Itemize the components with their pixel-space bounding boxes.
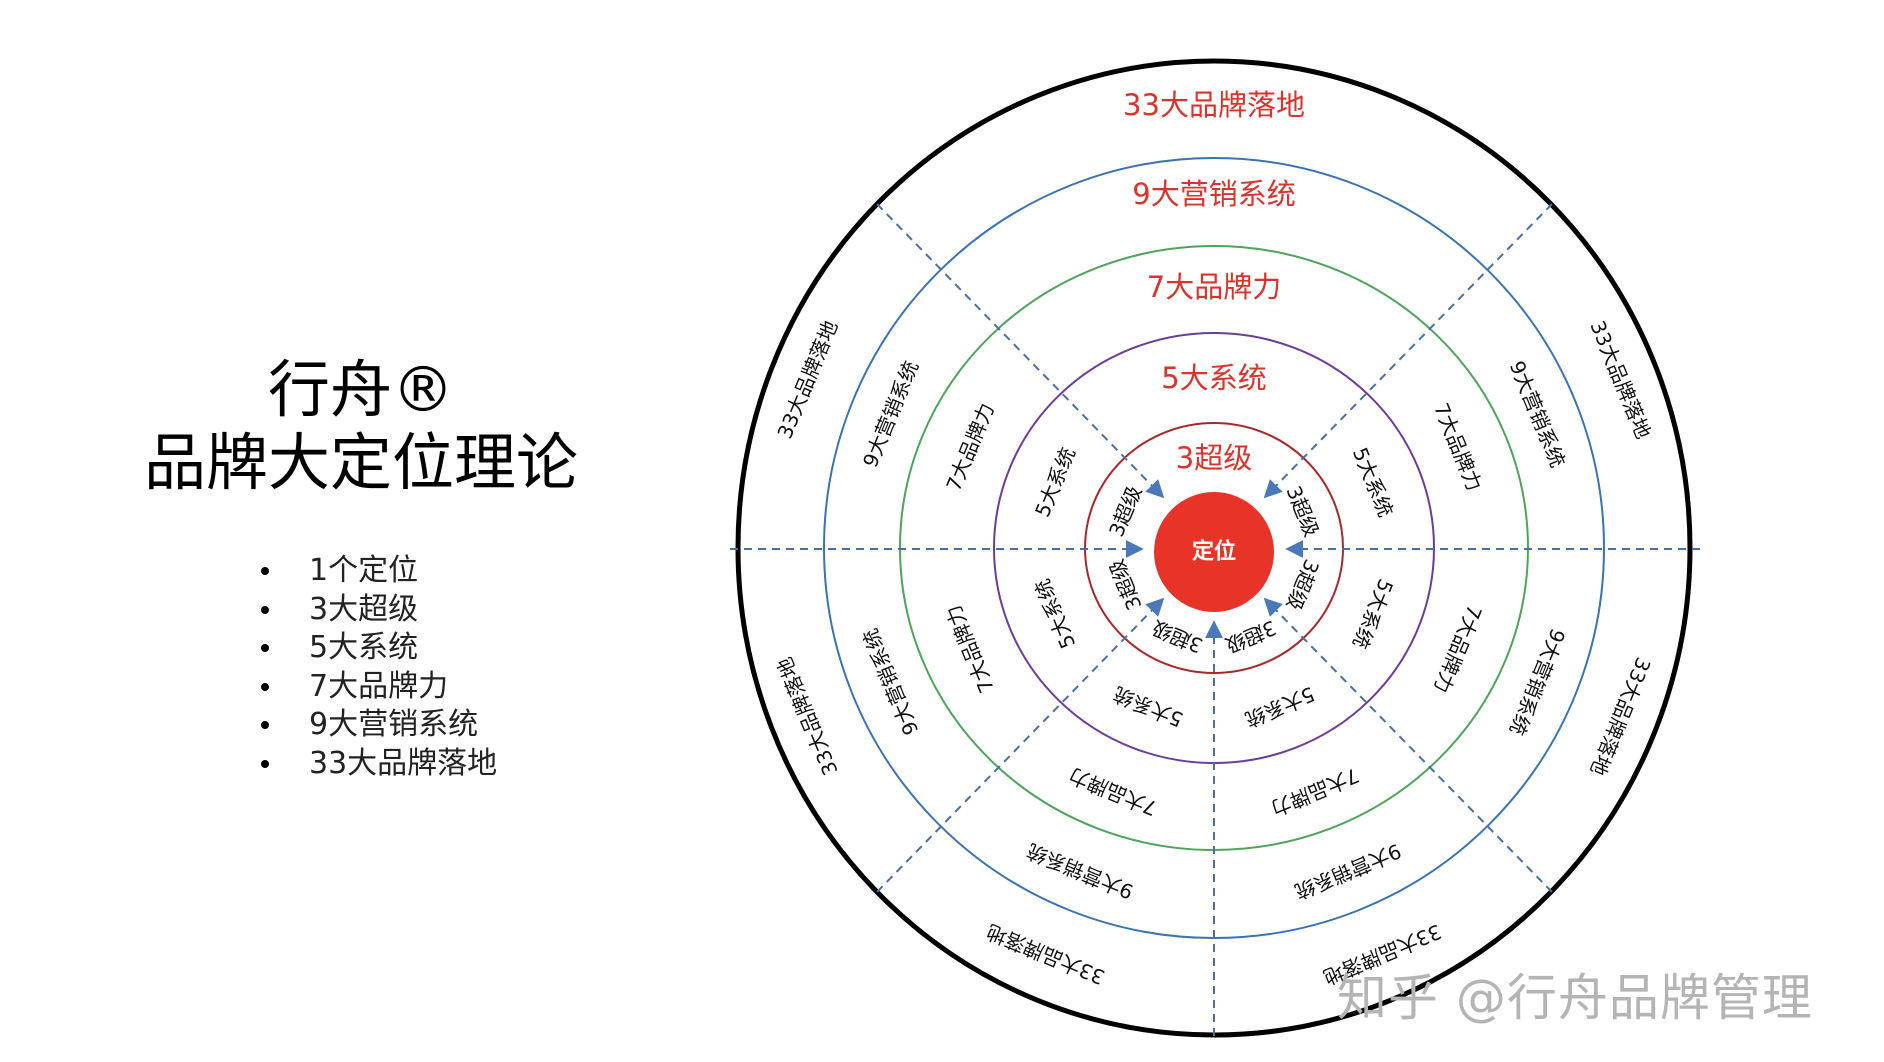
svg-text:5大系统: 5大系统 bbox=[1242, 682, 1318, 732]
list-item: 7大品牌力 bbox=[258, 668, 497, 707]
svg-text:9大营销系统: 9大营销系统 bbox=[1505, 357, 1570, 470]
svg-text:5大系统: 5大系统 bbox=[1348, 576, 1398, 652]
watermark: 知乎 @行舟品牌管理 bbox=[1337, 969, 1813, 1027]
svg-text:9大营销系统: 9大营销系统 bbox=[858, 625, 923, 738]
bullet-icon bbox=[261, 644, 269, 653]
sector-lower-left-1: 33大品牌落地 9大营销系统 7大品牌力 5大系统 3超级 bbox=[772, 556, 1146, 779]
top-label-7: 7大品牌力 bbox=[1147, 270, 1281, 304]
svg-text:3超级: 3超级 bbox=[1148, 616, 1206, 658]
bullet-icon bbox=[261, 759, 269, 768]
list-item: 3大超级 bbox=[258, 591, 497, 630]
svg-text:7大品牌力: 7大品牌力 bbox=[1429, 400, 1487, 495]
svg-text:9大营销系统: 9大营销系统 bbox=[858, 357, 923, 470]
top-label-5: 5大系统 bbox=[1161, 361, 1266, 395]
list-item: 33大品牌落地 bbox=[258, 745, 497, 784]
bullet-icon bbox=[261, 605, 269, 614]
theory-list: 1个定位 3大超级 5大系统 7大品牌力 9大营销系统 33大品牌落地 bbox=[258, 552, 497, 783]
svg-text:3超级: 3超级 bbox=[1222, 616, 1280, 658]
core-label: 定位 bbox=[1192, 539, 1236, 565]
svg-text:5大系统: 5大系统 bbox=[1030, 576, 1080, 652]
list-item: 9大营销系统 bbox=[258, 706, 497, 745]
divider-lines bbox=[730, 203, 1700, 1036]
svg-text:3超级: 3超级 bbox=[1282, 482, 1324, 540]
top-label-33: 33大品牌落地 bbox=[1123, 88, 1305, 122]
svg-text:3超级: 3超级 bbox=[1104, 482, 1146, 540]
top-label-3: 3超级 bbox=[1176, 441, 1252, 475]
svg-text:3超级: 3超级 bbox=[1104, 556, 1146, 614]
svg-text:7大品牌力: 7大品牌力 bbox=[1429, 602, 1487, 697]
svg-text:5大系统: 5大系统 bbox=[1348, 444, 1398, 520]
title-brand: 行舟® bbox=[267, 353, 454, 426]
svg-text:7大品牌力: 7大品牌力 bbox=[1268, 763, 1363, 821]
sector-upper-right: 33大品牌落地 9大营销系统 7大品牌力 5大系统 3超级 bbox=[1282, 317, 1656, 540]
svg-text:9大营销系统: 9大营销系统 bbox=[1023, 839, 1136, 904]
svg-text:9大营销系统: 9大营销系统 bbox=[1505, 625, 1570, 738]
svg-text:5大系统: 5大系统 bbox=[1110, 682, 1186, 732]
top-label-9: 9大营销系统 bbox=[1132, 177, 1295, 211]
sector-lower-right-1: 33大品牌落地 9大营销系统 7大品牌力 5大系统 3超级 bbox=[1282, 556, 1656, 779]
svg-text:7大品牌力: 7大品牌力 bbox=[941, 400, 999, 495]
sector-lower-left-2: 33大品牌落地 9大营销系统 7大品牌力 5大系统 3超级 bbox=[983, 616, 1206, 990]
svg-text:7大品牌力: 7大品牌力 bbox=[941, 602, 999, 697]
svg-text:3超级: 3超级 bbox=[1282, 556, 1324, 614]
svg-text:5大系统: 5大系统 bbox=[1030, 444, 1080, 520]
core-circle bbox=[1154, 492, 1274, 612]
title-theory: 品牌大定位理论 bbox=[143, 426, 578, 499]
svg-text:9大营销系统: 9大营销系统 bbox=[1291, 839, 1404, 904]
svg-text:33大品牌落地: 33大品牌落地 bbox=[983, 919, 1108, 989]
list-item: 5大系统 bbox=[258, 629, 497, 668]
sector-upper-left: 33大品牌落地 9大营销系统 7大品牌力 5大系统 3超级 bbox=[772, 317, 1146, 540]
sector-lower-right-2: 33大品牌落地 9大营销系统 7大品牌力 5大系统 3超级 bbox=[1222, 616, 1445, 990]
bullet-icon bbox=[261, 682, 269, 691]
list-item: 1个定位 bbox=[258, 552, 497, 591]
bullet-icon bbox=[261, 721, 269, 730]
bullet-icon bbox=[261, 567, 269, 576]
svg-text:7大品牌力: 7大品牌力 bbox=[1066, 763, 1161, 821]
